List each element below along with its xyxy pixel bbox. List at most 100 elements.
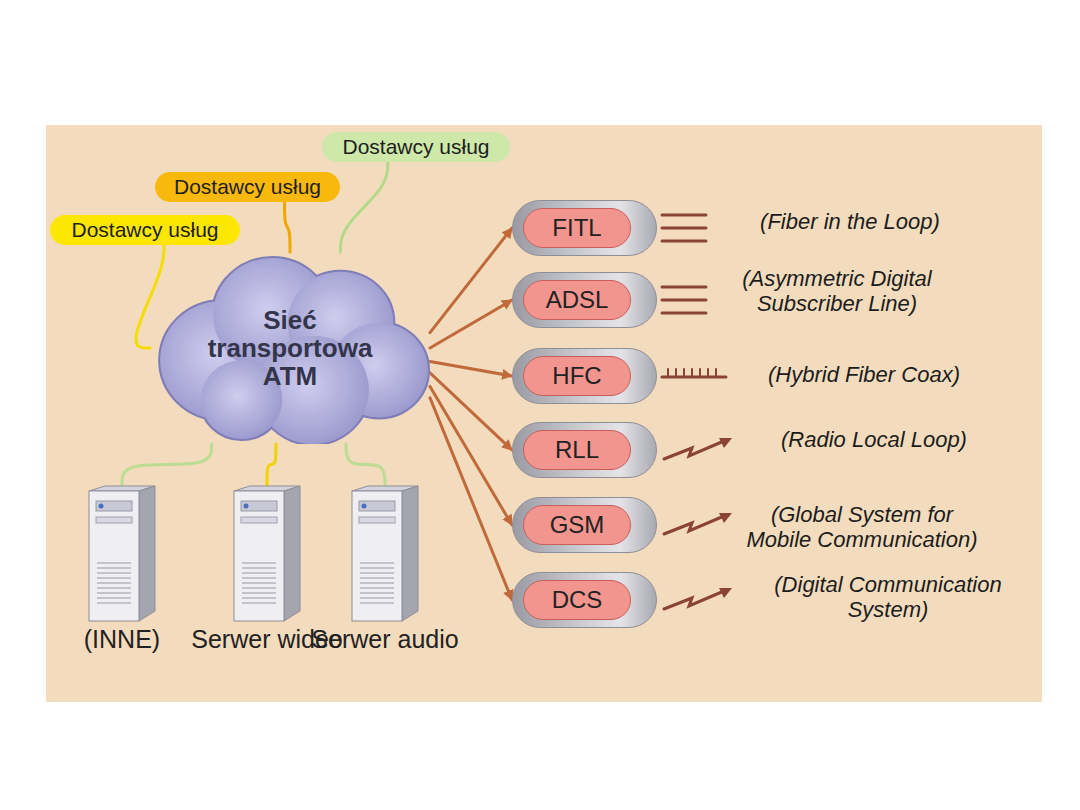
server-vent	[242, 587, 276, 589]
server-vent	[360, 582, 394, 584]
node-label: ADSL	[546, 286, 609, 314]
server-front	[352, 491, 402, 621]
server-vent	[97, 602, 131, 604]
node-label: FITL	[552, 214, 601, 242]
server-side	[402, 486, 418, 621]
server-vent	[242, 577, 276, 579]
radio-link-symbol	[664, 591, 724, 609]
technology-description: (Radio Local Loop)	[744, 428, 1004, 453]
radio-arrow-head	[719, 438, 732, 448]
server-vent	[97, 582, 131, 584]
server-vent	[97, 567, 131, 569]
access-technology-box: RLL	[512, 422, 657, 478]
radio-link-symbol	[664, 516, 724, 534]
access-technology-box: ADSL	[512, 272, 657, 328]
provider-label: Dostawcy usług	[155, 172, 340, 202]
server-panel	[359, 501, 395, 511]
network-cloud: Sieć transportowa ATM	[150, 252, 430, 444]
server-vent	[97, 592, 131, 594]
server-vent	[360, 562, 394, 564]
server-illustration	[232, 485, 302, 622]
service-link	[136, 245, 164, 348]
server-vent	[242, 602, 276, 604]
server-vent	[242, 582, 276, 584]
radio-arrow-head	[719, 513, 732, 523]
access-inner-pill: DCS	[523, 580, 631, 620]
technology-description: (Fiber in the Loop)	[720, 210, 980, 235]
access-technology-box: HFC	[512, 348, 657, 404]
node-label: GSM	[550, 511, 605, 539]
technology-description: (Global System for Mobile Communication)	[742, 503, 982, 552]
server-drive	[241, 517, 277, 523]
server-vent	[242, 567, 276, 569]
distribution-arrow	[430, 398, 512, 600]
server-vent	[242, 562, 276, 564]
server-front	[89, 491, 139, 621]
server-vent	[360, 577, 394, 579]
technology-description: (Hybrid Fiber Coax)	[734, 363, 994, 388]
server-vent	[360, 587, 394, 589]
radio-heads	[719, 438, 732, 598]
server-illustration	[350, 485, 420, 622]
radio-link-symbol	[664, 441, 724, 459]
server-label: Serwer audio	[311, 626, 458, 654]
server-illustration	[87, 485, 157, 622]
service-link	[346, 444, 385, 485]
fiber-lines-symbol	[662, 215, 706, 241]
server-vent	[97, 562, 131, 564]
server-vent	[242, 592, 276, 594]
distribution-arrow	[430, 361, 512, 376]
server-vent	[360, 602, 394, 604]
access-inner-pill: HFC	[523, 356, 631, 396]
server-vent	[97, 577, 131, 579]
server-unit: (INNE)	[62, 485, 182, 654]
service-link	[122, 444, 212, 485]
coax-taps-symbol	[668, 369, 716, 377]
node-label: Dostawcy usług	[71, 218, 218, 242]
access-technology-box: FITL	[512, 200, 657, 256]
technology-description: (Digital Communication System)	[738, 573, 1038, 622]
copper-lines-symbol	[662, 287, 706, 313]
server-panel	[96, 501, 132, 511]
access-inner-pill: GSM	[523, 505, 631, 545]
server-side	[139, 486, 155, 621]
symbol-group	[662, 215, 726, 609]
provider-label: Dostawcy usług	[50, 215, 240, 245]
distribution-arrow	[430, 373, 512, 450]
cloud-label: Sieć transportowa ATM	[190, 306, 390, 390]
server-led	[362, 504, 367, 509]
distribution-arrow	[430, 300, 512, 348]
access-inner-pill: RLL	[523, 430, 631, 470]
service-link	[267, 444, 276, 485]
distribution-arrow	[430, 228, 512, 333]
technology-description: (Asymmetric Digital Subscriber Line)	[712, 267, 962, 316]
provider-label: Dostawcy usług	[322, 132, 510, 162]
server-vent	[360, 597, 394, 599]
radio-arrow-head	[719, 588, 732, 598]
server-drive	[359, 517, 395, 523]
node-label: DCS	[552, 586, 603, 614]
server-drive	[96, 517, 132, 523]
node-label: RLL	[555, 436, 599, 464]
server-vent	[242, 572, 276, 574]
server-panel	[241, 501, 277, 511]
server-vent	[360, 572, 394, 574]
server-led	[244, 504, 249, 509]
server-side	[284, 486, 300, 621]
server-led	[99, 504, 104, 509]
server-vent	[360, 567, 394, 569]
node-label: Dostawcy usług	[174, 175, 321, 199]
server-vent	[97, 597, 131, 599]
service-link	[285, 202, 291, 252]
access-technology-box: GSM	[512, 497, 657, 553]
server-vent	[97, 572, 131, 574]
server-vent	[97, 587, 131, 589]
distribution-arrow	[430, 386, 512, 525]
server-vent	[242, 597, 276, 599]
access-inner-pill: FITL	[523, 208, 631, 248]
node-label: Dostawcy usług	[342, 135, 489, 159]
access-technology-box: DCS	[512, 572, 657, 628]
node-label: HFC	[552, 362, 601, 390]
